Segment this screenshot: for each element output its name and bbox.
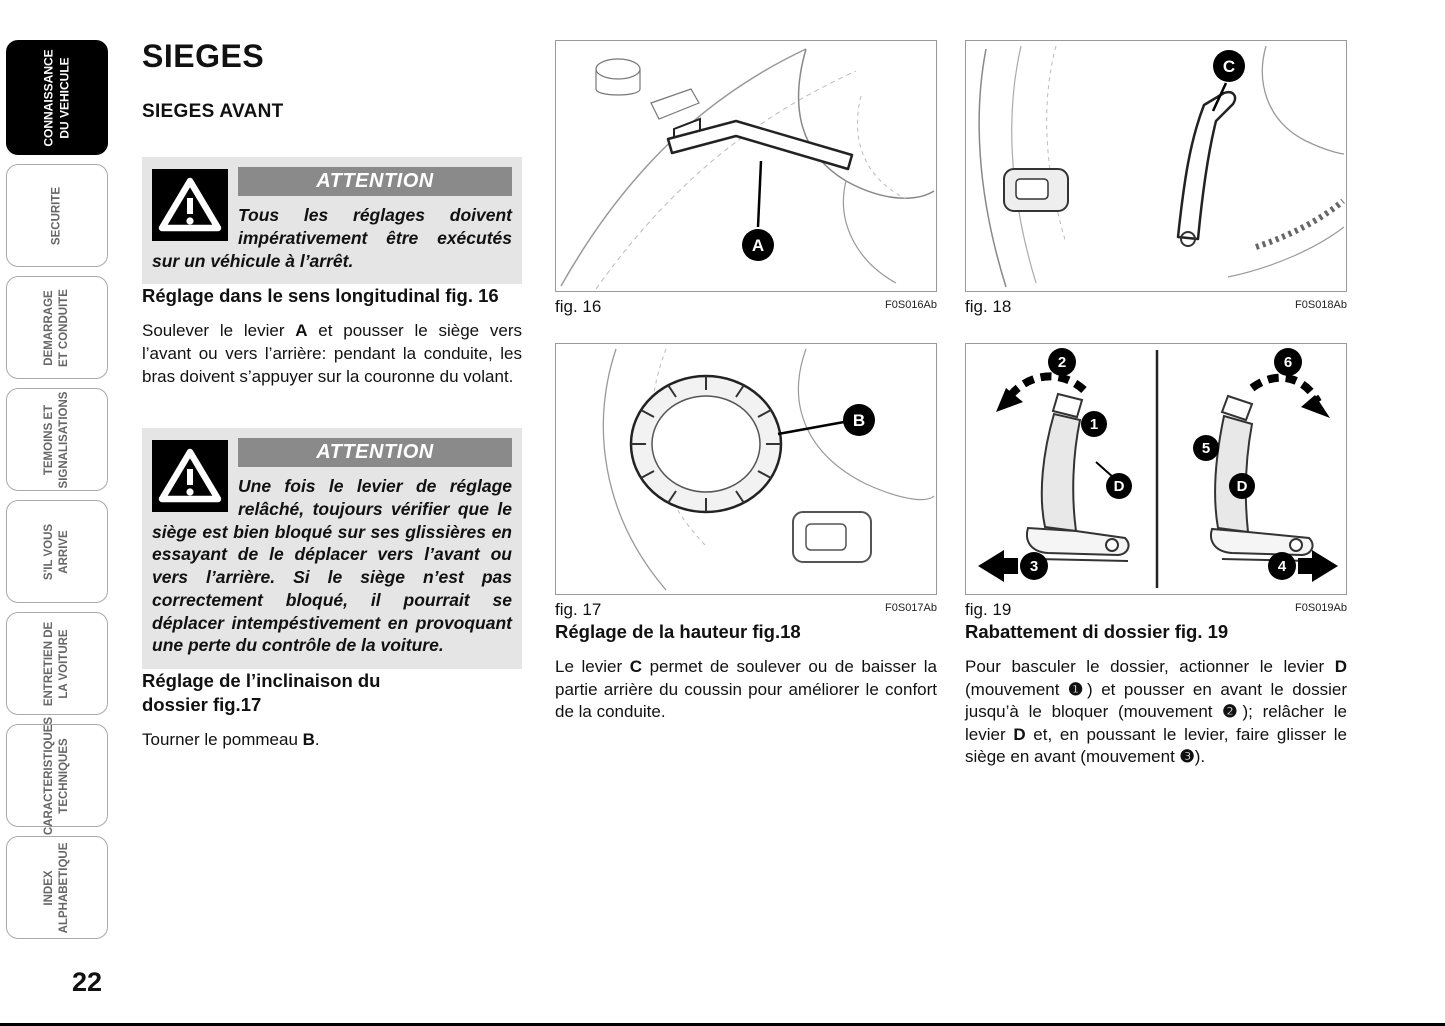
figure-18-box: C xyxy=(965,40,1347,292)
heading-reglage-hauteur: Réglage de la hauteur fig.18 xyxy=(555,621,801,642)
page-bottom-rule xyxy=(0,1023,1445,1026)
lever-d-badge-right xyxy=(1229,473,1255,499)
svg-text:C: C xyxy=(1223,57,1235,76)
section-subtitle: SIEGES AVANT xyxy=(142,101,284,122)
fig16-seat-lever-drawing: A xyxy=(560,48,935,290)
svg-text:B: B xyxy=(853,411,865,430)
page-title: SIEGES xyxy=(142,38,265,74)
paragraph-rabattement-dossier: Pour basculer le dossier, actionner le l… xyxy=(965,657,1348,767)
figure-16-box: A xyxy=(555,40,937,292)
figure-19: 2 1 D 3 6 xyxy=(965,343,1347,620)
svg-text:2: 2 xyxy=(1058,354,1066,371)
movement-3-badge xyxy=(1020,552,1048,580)
warning-box-1: ATTENTION Tous les réglages doivent impé… xyxy=(142,157,522,285)
page-number: 22 xyxy=(72,967,103,997)
fig19-seat-fold-diagram: 2 1 D 3 6 xyxy=(978,348,1338,588)
movement-4-badge xyxy=(1268,552,1296,580)
paragraph-reglage-hauteur: Le levier C permet de soulever ou de bai… xyxy=(555,657,937,722)
tab-label: INDEX xyxy=(43,869,56,906)
movement-1-badge xyxy=(1081,411,1107,437)
svg-text:D: D xyxy=(1237,478,1248,495)
figure-18-code: F0S018Ab xyxy=(1295,299,1347,311)
tab-label: CARACTERISTIQUES xyxy=(43,716,56,835)
figure-18-caption: fig. 18 xyxy=(965,297,1012,316)
right-column: C fig. 18 F0S018Ab 2 xyxy=(965,40,1347,769)
svg-text:6: 6 xyxy=(1284,354,1292,371)
tab-label: ARRIVE xyxy=(58,529,70,574)
tab-label: SIGNALISATIONS xyxy=(58,391,70,488)
paragraph-reglage-longitudinal: Soulever le levier A et pousser le siège… xyxy=(142,321,522,386)
figure-16: A fig. 16 F0S016Ab xyxy=(555,40,937,317)
svg-text:D: D xyxy=(1114,478,1125,495)
callout-c xyxy=(1213,50,1245,82)
warning-triangle-icon xyxy=(152,440,228,513)
figure-18: C fig. 18 F0S018Ab xyxy=(965,40,1347,317)
attention-header: ATTENTION xyxy=(238,167,512,196)
lever-d-badge-left xyxy=(1106,473,1132,499)
heading-rabattement-dossier: Rabattement di dossier fig. 19 xyxy=(965,621,1229,642)
svg-text:1: 1 xyxy=(1090,416,1098,433)
figure-16-caption: fig. 16 xyxy=(555,297,602,316)
warning-text: Tous les réglages doivent impérativement… xyxy=(152,205,512,271)
tab-label: CONNAISSANCE xyxy=(41,48,56,147)
figure-19-box: 2 1 D 3 6 xyxy=(965,343,1347,595)
svg-text:3: 3 xyxy=(1030,558,1038,575)
arrow-left-icon xyxy=(978,550,1018,582)
callout-b xyxy=(843,404,875,436)
tab-label: SECURITE xyxy=(50,186,63,245)
warning-box-2: ATTENTION Une fois le levier de réglage … xyxy=(142,428,522,670)
tab-label: S'IL VOUS xyxy=(43,523,56,580)
svg-text:A: A xyxy=(752,236,764,255)
tab-label: ALPHABETIQUE xyxy=(58,842,70,933)
tab-label: ENTRETIEN DE xyxy=(43,621,56,706)
tab-label: DEMARRAGE xyxy=(43,289,56,366)
fig18-height-lever-drawing: C xyxy=(978,45,1345,288)
attention-header: ATTENTION xyxy=(238,438,512,468)
figure-17-box: B xyxy=(555,343,937,595)
figure-19-caption: fig. 19 xyxy=(965,600,1012,619)
figure-16-code: F0S016Ab xyxy=(885,299,937,311)
tab-label: DU VEHICULE xyxy=(57,56,71,139)
heading-reglage-longitudinal: Réglage dans le sens longitudinal fig. 1… xyxy=(142,285,499,307)
fig17-knob-drawing: B xyxy=(602,348,935,591)
paragraph-reglage-inclinaison: Tourner le pommeau B. xyxy=(142,730,320,750)
movement-5-badge xyxy=(1193,435,1219,461)
tab-label: TEMOINS ET xyxy=(43,404,56,475)
movement-2-badge xyxy=(1048,348,1076,376)
figure-17-code: F0S017Ab xyxy=(885,602,937,614)
figure-19-code: F0S019Ab xyxy=(1295,602,1347,614)
figure-17: B fig. 17 F0S017Ab xyxy=(555,343,937,620)
tab-label: LA VOITURE xyxy=(58,628,70,699)
svg-text:4: 4 xyxy=(1278,558,1287,575)
warning-triangle-icon xyxy=(152,169,228,241)
figure-17-caption: fig. 17 xyxy=(555,600,602,619)
callout-a xyxy=(742,229,774,261)
sidebar-tab-securite: SECURITE xyxy=(6,164,108,267)
tab-label: ET CONDUITE xyxy=(58,288,70,367)
svg-text:5: 5 xyxy=(1202,440,1210,457)
warning-text: Une fois le levier de réglage relâché, t… xyxy=(152,476,512,656)
movement-6-badge xyxy=(1274,348,1302,376)
tab-label: TECHNIQUES xyxy=(58,737,70,814)
middle-column: A fig. 16 F0S016Ab xyxy=(555,40,937,724)
heading-reglage-inclinaison: Réglage de l’inclinaison du dossier fig.… xyxy=(142,670,381,716)
text-column: SIEGES SIEGES AVANT ATTENTION Tous les r… xyxy=(142,38,522,752)
arrow-right-icon xyxy=(1298,550,1338,582)
